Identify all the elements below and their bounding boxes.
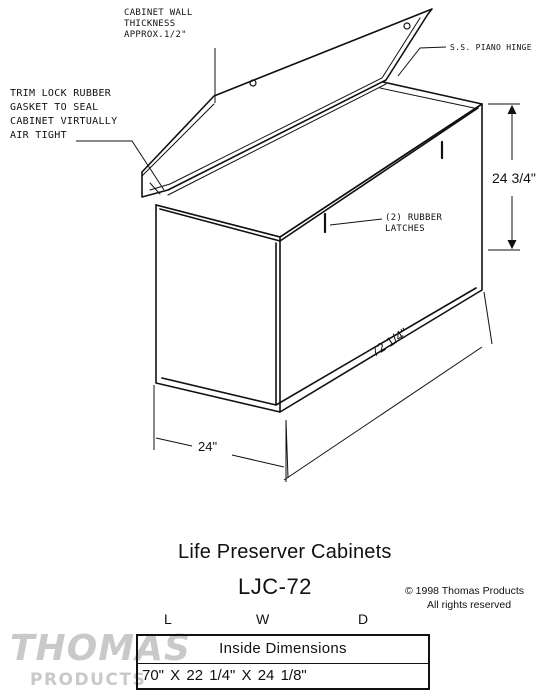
copyright-notice: © 1998 Thomas Products All rights reserv… — [405, 584, 524, 612]
height-label: 24 3/4" — [492, 170, 536, 186]
leader-latch — [329, 218, 383, 226]
width-label: 24" — [198, 439, 218, 454]
axis-d-label: D — [358, 611, 369, 627]
gasket-line-2: GASKET TO SEAL — [10, 102, 99, 113]
cabinet-lid — [141, 8, 433, 198]
latches-line-1: (2) RUBBER — [385, 213, 443, 223]
length-dimension — [283, 291, 493, 481]
copyright-line-1: © 1998 Thomas Products — [405, 585, 525, 597]
gasket-callout: TRIM LOCK RUBBER GASKET TO SEAL CABINET … — [10, 87, 117, 143]
height-dimension — [488, 103, 520, 251]
inside-dimensions-values: 70" X 22 1/4" X 24 1/8" — [142, 667, 307, 684]
model-number: LJC-72 — [238, 574, 312, 599]
wall-thickness-line-3: APPROX.1/2" — [124, 30, 187, 40]
latches-line-2: LATCHES — [385, 224, 426, 234]
gasket-line-4: AIR TIGHT — [10, 130, 67, 141]
axis-l-label: L — [164, 611, 172, 627]
hinge-line — [167, 83, 387, 196]
copyright-line-2: All rights reserved — [427, 599, 512, 611]
product-title: Life Preserver Cabinets — [178, 541, 392, 563]
cabinet-body — [155, 79, 483, 413]
inside-dimensions-title: Inside Dimensions — [219, 640, 347, 657]
wall-thickness-callout: CABINET WALL THICKNESS APPROX.1/2" — [124, 8, 193, 41]
latch-icon — [249, 22, 444, 234]
width-dimension — [153, 385, 287, 482]
gasket-line-3: CABINET VIRTUALLY — [10, 116, 118, 127]
piano-hinge-callout: S.S. PIANO HINGE — [450, 43, 532, 52]
gasket-line-1: TRIM LOCK RUBBER — [10, 88, 112, 99]
thomas-products-logo: THOMAS PRODUCTS — [0, 628, 200, 700]
axis-w-label: W — [256, 611, 270, 627]
wall-thickness-line-2: THICKNESS — [124, 19, 176, 29]
leader-hinge — [397, 46, 447, 77]
table-divider — [138, 663, 428, 664]
inside-dimensions-table: Inside Dimensions 70" X 22 1/4" X 24 1/8… — [136, 634, 430, 690]
wall-thickness-line-1: CABINET WALL — [124, 8, 193, 18]
logo-subtitle: PRODUCTS — [30, 670, 147, 690]
latches-callout: (2) RUBBER LATCHES — [385, 213, 442, 235]
leader-gasket — [76, 140, 165, 191]
